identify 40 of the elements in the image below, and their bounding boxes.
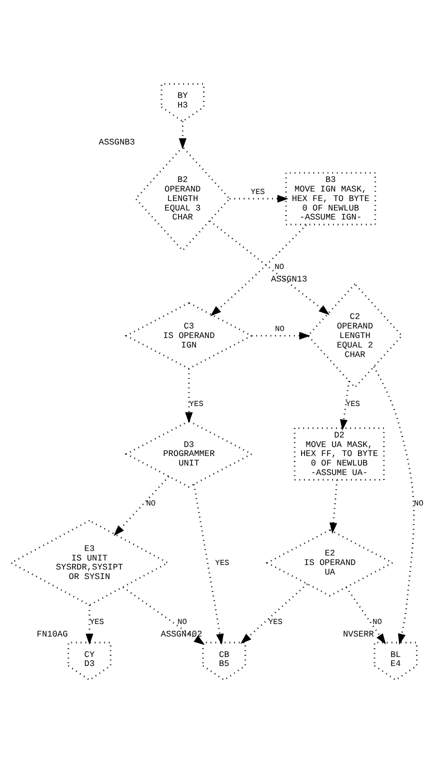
node-box: B3 MOVE IGN MASK, HEX FE, TO BYTE 0 OF NEWLUB -ASSUME IGN- bbox=[285, 172, 376, 225]
node-label: ASSGN13 bbox=[271, 274, 308, 284]
node-diamond: B2 OPERAND LENGTH EQUAL 3 CHAR bbox=[134, 145, 231, 252]
arrow bbox=[209, 220, 330, 315]
arrow bbox=[252, 331, 310, 340]
arrow bbox=[210, 224, 307, 316]
edge-label: NO bbox=[372, 617, 382, 626]
arrow bbox=[193, 484, 224, 644]
edge-label: NO bbox=[178, 617, 187, 626]
arrow bbox=[122, 586, 205, 644]
edge-label: YES bbox=[215, 558, 230, 568]
arrow bbox=[240, 582, 308, 644]
edge-label: YES bbox=[346, 400, 360, 409]
node-diamond: E2 IS OPERAND UA bbox=[266, 528, 394, 596]
arrow bbox=[346, 586, 386, 644]
node-label: ASSGN402 bbox=[160, 628, 202, 639]
edge-label: NO bbox=[274, 262, 284, 272]
edge-label: NO bbox=[414, 499, 424, 508]
arrow bbox=[114, 475, 170, 536]
arrow bbox=[86, 604, 94, 644]
node-label: ASSGNB3 bbox=[98, 137, 135, 148]
node-label: FN10AG bbox=[36, 628, 68, 639]
edge-label: YES bbox=[268, 617, 282, 626]
arrow bbox=[329, 479, 338, 534]
node-diamond: E3 IS UNIT SYSRDR,SYSIPT OR SYSIN bbox=[10, 519, 170, 606]
node-label: NVSERR bbox=[342, 628, 374, 639]
arrow bbox=[178, 120, 186, 149]
edge-label: YES bbox=[189, 400, 204, 409]
arrow bbox=[340, 380, 350, 430]
node-box: D2 MOVE UA MASK, HEX FF, TO BYTE 0 OF NEWLUB -ASSUME UA- bbox=[294, 426, 385, 480]
node-diamond: C3 IS OPERAND IGN bbox=[124, 301, 254, 370]
edge-label: NO bbox=[275, 324, 284, 334]
edge-label: NO bbox=[146, 499, 156, 508]
arrow bbox=[185, 368, 193, 423]
arrow bbox=[230, 194, 288, 202]
arrow bbox=[373, 366, 415, 644]
node-diamond: C2 OPERAND LENGTH EQUAL 2 CHAR bbox=[306, 282, 403, 388]
edge-label: YES bbox=[250, 188, 265, 197]
node-diamond: D3 PROGRAMMER UNIT bbox=[124, 420, 254, 488]
edge-label: YES bbox=[90, 617, 104, 626]
